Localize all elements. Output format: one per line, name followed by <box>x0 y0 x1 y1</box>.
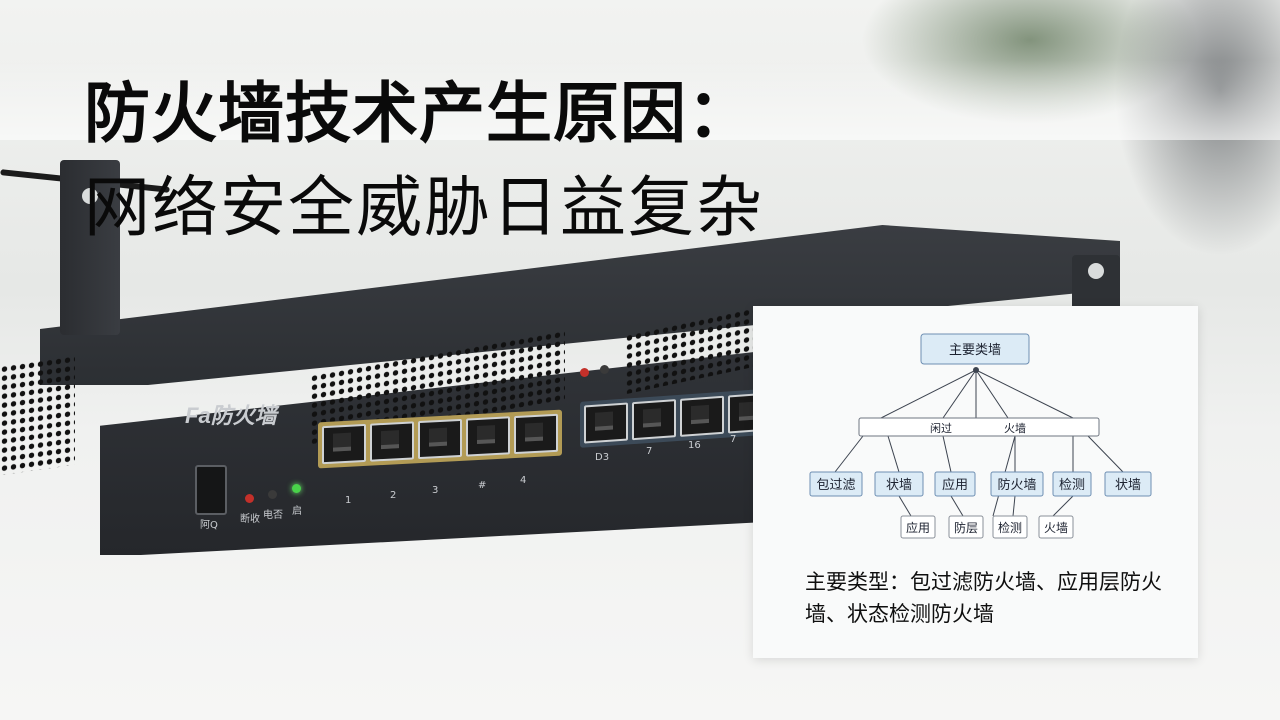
status-led <box>268 490 277 499</box>
type-node-label: 防火墙 <box>997 477 1036 493</box>
level-2-nodes: 包过滤 状墙 应用 防火墙 检测 状墙 <box>809 471 1152 497</box>
ethernet-port <box>632 399 676 441</box>
type-node-label: 应用 <box>942 477 968 493</box>
indicator-led <box>600 365 609 374</box>
vent-grille-left <box>0 354 75 476</box>
ethernet-port <box>370 421 414 462</box>
power-led <box>245 494 254 503</box>
firewall-types-diagram: 主要类墙 闲过 火墙 包过滤 状墙 应用 防火墙 检测 状墙 应用 防层 检测 <box>809 333 1152 539</box>
port-label: 2 <box>390 490 397 501</box>
ethernet-port <box>322 423 366 465</box>
category-bar-label: 火墙 <box>1004 421 1026 435</box>
level-3-nodes: 应用 防层 检测 火墙 <box>900 515 1074 539</box>
type-node-label: 检测 <box>1059 478 1085 493</box>
sub-node <box>1038 515 1074 539</box>
diagram-connectors <box>834 369 1124 517</box>
type-node <box>990 471 1044 497</box>
port-label: 7 <box>646 446 653 457</box>
ethernet-port <box>584 402 628 444</box>
category-bar <box>858 417 1100 437</box>
firewall-types-card: 主要类墙 闲过 火墙 包过滤 状墙 应用 防火墙 检测 状墙 应用 防层 检测 <box>753 306 1198 658</box>
root-node <box>920 333 1030 365</box>
port-label: 4 <box>520 475 527 486</box>
power-switch-label: 阿Q <box>200 520 218 531</box>
device-logo: Fa防火墙 <box>185 403 277 428</box>
sub-node <box>900 515 936 539</box>
sub-node-label: 火墙 <box>1044 521 1068 535</box>
ethernet-port <box>680 395 724 437</box>
category-bar-label: 闲过 <box>930 421 952 435</box>
sub-node-label: 防层 <box>954 520 978 535</box>
type-node <box>1052 471 1092 497</box>
sub-node <box>992 515 1028 539</box>
sub-node-label: 检测 <box>998 520 1022 535</box>
slide-title-line-2: 网络安全威胁日益复杂 <box>84 169 764 246</box>
rack-ear-right <box>1072 255 1120 315</box>
sub-node <box>948 515 984 539</box>
slide-title-line-1: 防火墙技术产生原因： <box>84 75 754 152</box>
type-node-label: 状墙 <box>886 478 912 493</box>
diagram-junction <box>973 367 979 373</box>
table-surface <box>0 60 1280 140</box>
port-label: 7 <box>730 434 737 445</box>
ethernet-port <box>418 418 462 460</box>
port-label: 3 <box>432 485 439 496</box>
port-label: D3 <box>595 452 610 463</box>
ethernet-port <box>514 413 558 455</box>
rack-ear-left <box>60 160 120 335</box>
led-label-2: 电否 <box>263 510 283 521</box>
link-led <box>292 484 301 493</box>
led-label-3: 启 <box>292 506 302 517</box>
port-label: # <box>478 480 487 491</box>
type-node <box>809 471 863 497</box>
port-label: 16 <box>688 440 701 451</box>
ethernet-port <box>466 416 510 457</box>
type-node <box>1104 471 1152 497</box>
type-node <box>934 471 976 497</box>
port-label: 1 <box>345 495 352 506</box>
power-switch <box>195 465 227 515</box>
type-node-label: 状墙 <box>1115 478 1141 493</box>
root-node-label: 主要类墙 <box>949 343 1001 358</box>
firewall-types-caption: 主要类型：包过滤防火墙、应用层防火墙、状态检测防火墙 <box>805 570 1162 626</box>
indicator-led <box>580 368 589 377</box>
sub-node-label: 应用 <box>906 520 930 535</box>
led-label-1: 断收 <box>240 514 260 525</box>
type-node <box>874 471 924 497</box>
type-node-label: 包过滤 <box>816 478 855 493</box>
